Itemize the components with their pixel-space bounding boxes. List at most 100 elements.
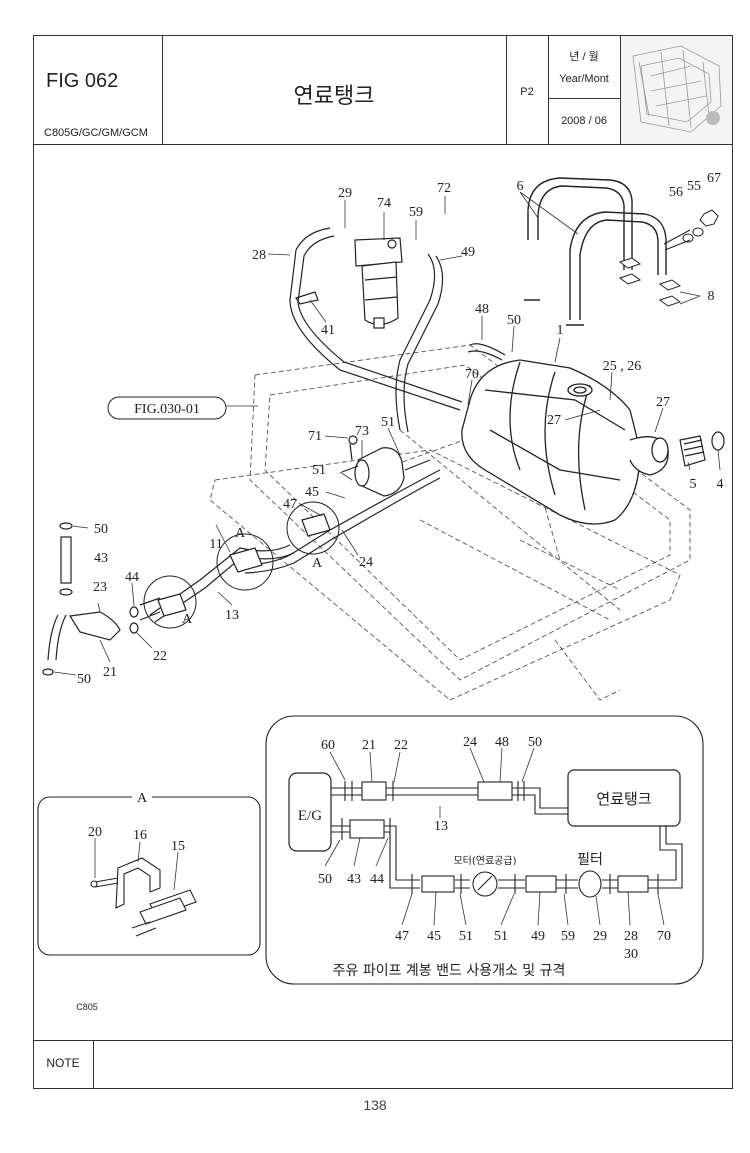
part-label: 22 xyxy=(153,649,167,664)
page-number: 138 xyxy=(363,1097,387,1113)
part-label: 67 xyxy=(707,171,721,186)
motor-label: 모터(연료공급) xyxy=(453,855,516,867)
part-label: 51 xyxy=(494,929,508,944)
part-label: 49 xyxy=(461,245,475,260)
part-label: 45 xyxy=(427,929,441,944)
part-label: 44 xyxy=(125,570,139,585)
model-list: C805G/GC/GM/GCM xyxy=(44,127,148,139)
header-divider xyxy=(33,144,733,145)
part-label: 28 xyxy=(624,929,638,944)
part-label: 70 xyxy=(465,367,479,382)
schematic-fittings xyxy=(341,781,659,898)
part-label: 48 xyxy=(495,735,509,750)
part-label: 56 xyxy=(669,185,683,200)
part-label: 21 xyxy=(103,665,117,680)
part-label: 55 xyxy=(687,179,701,194)
figure-number: FIG 062 xyxy=(46,70,119,92)
part-label: 74 xyxy=(377,196,391,211)
note-separator xyxy=(93,1040,94,1089)
part-label: 15 xyxy=(171,839,185,854)
part-label: 25 , 26 xyxy=(603,359,642,374)
note-divider xyxy=(33,1040,733,1041)
part-label: 50 xyxy=(528,735,542,750)
fuel-filter xyxy=(295,237,403,329)
part-label: 60 xyxy=(321,738,335,753)
part-label: 72 xyxy=(437,181,451,196)
part-label: 50 xyxy=(77,672,91,687)
part-label: 16 xyxy=(133,828,147,843)
part-label: 51 xyxy=(459,929,473,944)
part-label: 29 xyxy=(593,929,607,944)
schematic-caption: 주유 파이프 계봉 밴드 사용개소 및 규격 xyxy=(333,963,566,979)
page-frame xyxy=(33,35,733,1089)
part-label: 73 xyxy=(355,424,369,439)
drawing-code: C805 xyxy=(76,1002,98,1012)
header-separator xyxy=(506,35,507,144)
part-label: 51 xyxy=(312,463,326,478)
tank-straps xyxy=(524,177,667,326)
detail-callouts xyxy=(143,501,340,629)
tank-label: 연료탱크 xyxy=(596,790,651,808)
part-label: 50 xyxy=(318,872,332,887)
part-label: 13 xyxy=(225,608,239,623)
part-label: 51 xyxy=(381,415,395,430)
engine-block xyxy=(288,772,332,852)
fuel-tank xyxy=(461,359,669,525)
header-separator xyxy=(548,35,549,144)
part-label: 11 xyxy=(209,537,222,552)
part-label: 21 xyxy=(362,738,376,753)
part-label: 70 xyxy=(657,929,671,944)
machine-thumbnail xyxy=(621,36,732,144)
part-label: 48 xyxy=(475,302,489,317)
figure-reference-badge xyxy=(107,396,227,420)
detail-marker: A xyxy=(182,612,193,627)
part-label: 44 xyxy=(370,872,384,887)
part-label: 5 xyxy=(690,477,697,492)
detail-marker: A xyxy=(312,556,323,571)
fuel-pump xyxy=(341,435,431,497)
schematic-bottom-labels: 50 43 44 47 45 51 51 49 59 29 28 30 70 xyxy=(318,872,671,962)
detail-a-labels: 20 16 15 xyxy=(88,825,185,854)
part-label: 24 xyxy=(463,735,477,750)
figure-reference-label: FIG.030-01 xyxy=(134,402,200,417)
part-label: 29 xyxy=(338,186,352,201)
header-separator xyxy=(620,35,621,144)
header-separator xyxy=(162,35,163,144)
page-title: 연료탱크 xyxy=(293,84,375,109)
tank-block xyxy=(567,769,681,827)
detail-a-clamp xyxy=(90,857,197,937)
part-label: 49 xyxy=(531,929,545,944)
part-label: 43 xyxy=(94,551,108,566)
header-separator xyxy=(548,98,620,99)
engine-label: E/G xyxy=(298,808,322,824)
part-label: 8 xyxy=(708,289,715,304)
part-label: 6 xyxy=(517,179,524,194)
detail-a-title: A xyxy=(137,791,148,806)
part-label: 59 xyxy=(561,929,575,944)
part-label: 20 xyxy=(88,825,102,840)
part-label: 23 xyxy=(93,580,107,595)
part-label: 41 xyxy=(321,323,335,338)
part-label: 27 xyxy=(547,413,561,428)
date-label-en: Year/Mont xyxy=(559,73,609,85)
date-label-kr: 년 / 월 xyxy=(569,51,599,63)
schematic-top-labels: 60 21 22 24 48 50 xyxy=(321,735,542,753)
detail-marker: A xyxy=(235,526,246,541)
leader-lines xyxy=(53,191,721,676)
filter-label: 필터 xyxy=(577,852,603,868)
filler-cap xyxy=(679,431,725,467)
note-label: NOTE xyxy=(46,1056,80,1070)
part-label: 22 xyxy=(394,738,408,753)
part-label: 47 xyxy=(395,929,409,944)
part-label: 30 xyxy=(624,947,638,962)
hose-clamps xyxy=(157,513,331,617)
part-label: 50 xyxy=(94,522,108,537)
part-label: 50 xyxy=(507,313,521,328)
part-label: 4 xyxy=(717,477,724,492)
part-label: 27 xyxy=(656,395,670,410)
part-label: 45 xyxy=(305,485,319,500)
part-label: 43 xyxy=(347,872,361,887)
part-label: 71 xyxy=(308,429,322,444)
part-label: 47 xyxy=(283,497,297,512)
